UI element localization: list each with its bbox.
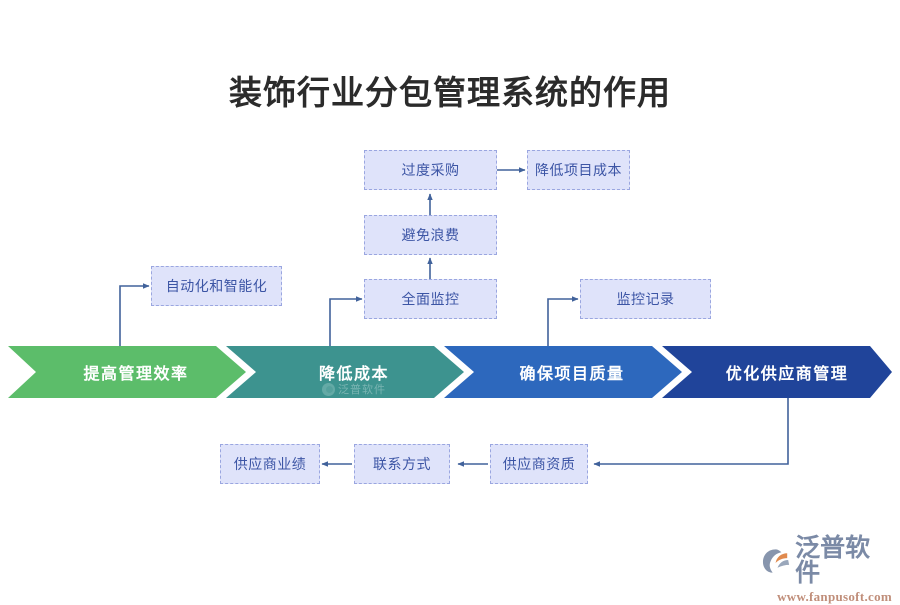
brand-logo: 泛普软件 www.fanpusoft.com <box>762 534 892 604</box>
node-monitor-record[interactable]: 监控记录 <box>580 279 711 319</box>
brand-url: www.fanpusoft.com <box>777 589 892 604</box>
node-avoid-waste[interactable]: 避免浪费 <box>364 215 497 255</box>
wire-stage2-to-fullmonitor <box>329 296 363 360</box>
wire-stage1-to-automation <box>119 283 150 360</box>
wire-stage3-to-monitorrecord <box>547 296 579 360</box>
node-contact-method[interactable]: 联系方式 <box>354 444 450 484</box>
stage-chevron-3[interactable] <box>444 346 682 398</box>
stage-ribbon <box>8 346 892 398</box>
node-automation[interactable]: 自动化和智能化 <box>151 266 282 306</box>
node-supplier-qualification[interactable]: 供应商资质 <box>490 444 588 484</box>
stage-chevron-2[interactable] <box>226 346 464 398</box>
stage-chevron-1[interactable] <box>8 346 246 398</box>
page-title: 装饰行业分包管理系统的作用 <box>229 74 671 111</box>
node-full-monitor[interactable]: 全面监控 <box>364 279 497 319</box>
stage-chevron-4[interactable] <box>662 346 892 398</box>
fanpu-logo-icon <box>762 549 790 573</box>
node-supplier-performance[interactable]: 供应商业绩 <box>220 444 320 484</box>
node-over-purchase[interactable]: 过度采购 <box>364 150 497 190</box>
wire-stage4-to-supplierqualify <box>593 398 789 467</box>
node-reduce-cost[interactable]: 降低项目成本 <box>527 150 630 190</box>
brand-name: 泛普软件 <box>795 534 871 587</box>
